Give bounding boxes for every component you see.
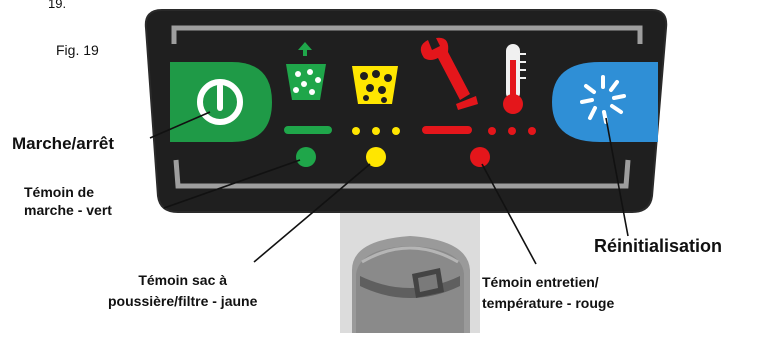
yellow-dot-1 — [352, 127, 360, 135]
thermometer-icon — [503, 44, 526, 114]
yellow-dot-2 — [372, 127, 380, 135]
reset-button[interactable] — [552, 62, 658, 142]
red-bar — [422, 126, 472, 134]
yellow-dot-3 — [392, 127, 400, 135]
green-bar — [284, 126, 332, 134]
figure-label: Fig. 19 — [56, 42, 99, 58]
canister-photo — [340, 212, 480, 333]
red-dot-2 — [508, 127, 516, 135]
label-reset: Réinitialisation — [594, 236, 722, 257]
label-service-led-line2: température - rouge — [482, 293, 614, 314]
label-power: Marche/arrêt — [12, 134, 114, 154]
label-power-led-line1: Témoin de — [24, 183, 112, 201]
power-led-green — [296, 147, 316, 167]
label-bag-led: Témoin sac à poussière/filtre - jaune — [108, 270, 257, 312]
label-power-led-line2: marche - vert — [24, 201, 112, 219]
red-dot-3 — [528, 127, 536, 135]
filter-icon — [352, 66, 398, 104]
top-fragment-text: 19. — [48, 0, 66, 11]
label-service-led-line1: Témoin entretien/ — [482, 272, 614, 293]
label-bag-led-line1: Témoin sac à — [108, 270, 257, 291]
red-dot-1 — [488, 127, 496, 135]
label-service-led: Témoin entretien/ température - rouge — [482, 272, 614, 314]
label-power-led: Témoin de marche - vert — [24, 183, 112, 219]
service-led-red — [470, 147, 490, 167]
power-button[interactable] — [170, 62, 272, 142]
label-bag-led-line2: poussière/filtre - jaune — [108, 291, 257, 312]
